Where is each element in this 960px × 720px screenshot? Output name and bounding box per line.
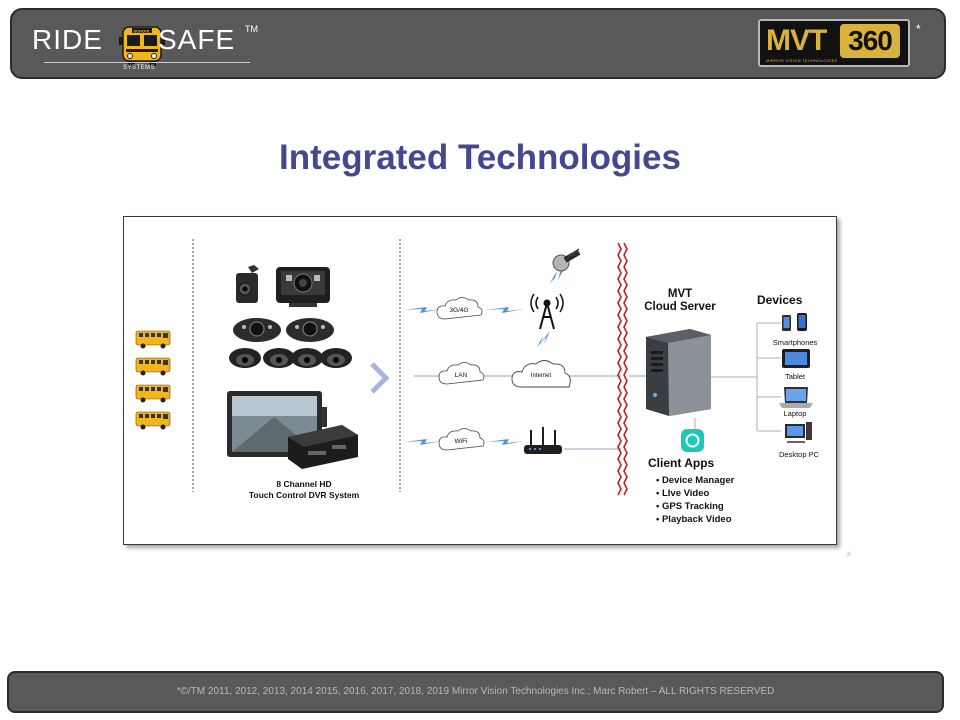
firewall-icon	[617, 242, 628, 496]
cloud-3g4g-label: 3G/4G	[449, 307, 469, 314]
mvt-logo-number: 360	[840, 24, 900, 58]
server-title-line1: MVT	[667, 288, 693, 300]
wireless-signal-icon	[404, 307, 524, 313]
school-bus-logo-icon: SCHOOL	[119, 26, 165, 66]
page-title: Integrated Technologies	[279, 138, 681, 177]
mvt-tagline: MIRROR VISION TECHNOLOGIES	[766, 58, 838, 63]
cloud-server-icon	[646, 329, 711, 416]
laptop-icon	[779, 387, 813, 408]
copyright-text: *©/TM 2011, 2012, 2013, 2014 2015, 2016,…	[176, 686, 775, 697]
devices-title: Devices	[757, 293, 803, 307]
dome-camera-icon	[229, 348, 261, 368]
device-label-desktop-pc: Desktop PC	[778, 450, 820, 459]
cloud-lan	[438, 362, 485, 385]
satellite-icon	[552, 248, 581, 272]
cell-tower-icon	[530, 293, 564, 330]
box-camera-icon	[276, 267, 330, 307]
school-bus-fleet	[135, 330, 171, 430]
cloud-3g4g	[436, 297, 483, 320]
side-camera-icon	[286, 318, 334, 342]
wireless-signal-icon	[404, 439, 524, 445]
client-app-item: • LIve Video	[656, 488, 710, 499]
diagram-canvas	[135, 239, 813, 496]
dvr-caption-line1: 8 Channel HD	[276, 479, 332, 489]
trademark-mark: TM	[245, 24, 258, 34]
wireless-signal-icon	[537, 267, 565, 347]
cloud-lan-label: LAN	[454, 372, 468, 379]
dvr-monitor-icon	[227, 391, 327, 457]
dome-camera-icon	[291, 348, 323, 368]
dome-camera-small-icon	[236, 265, 259, 303]
client-app-item: • Playback Video	[656, 514, 732, 525]
client-app-item: • GPS Tracking	[656, 501, 724, 512]
logo-divider	[44, 62, 250, 63]
school-bus-icon	[135, 330, 171, 349]
side-camera-icon	[233, 318, 281, 342]
device-label-smartphones: Smartphones	[772, 338, 818, 347]
footer-bar: *©/TM 2011, 2012, 2013, 2014 2015, 2016,…	[7, 671, 944, 713]
brand-safe: SAFE	[158, 24, 236, 55]
mvt-logo-text: MVT	[766, 24, 827, 57]
device-label-laptop: Laptop	[783, 409, 807, 418]
header-bar: RIDE SCHOOL SAFE TM SYSTEMS MVT 360 MIRR…	[10, 8, 946, 79]
diagram-asterisk: *	[846, 548, 852, 564]
cloud-wifi	[438, 428, 485, 451]
device-connectors	[711, 322, 781, 432]
header-asterisk: *	[916, 22, 921, 36]
server-title-line2: Cloud Server	[644, 301, 716, 313]
tablet-icon	[782, 349, 810, 368]
brand-ride: RIDE	[32, 24, 103, 55]
dome-camera-row	[229, 348, 352, 368]
client-apps-list: • Device Manager • LIve Video • GPS Trac…	[656, 474, 734, 526]
dome-camera-icon	[320, 348, 352, 368]
cloud-internet	[511, 360, 571, 388]
cloud-internet-label: Internet	[530, 373, 552, 379]
brand-systems: SYSTEMS	[123, 65, 156, 71]
system-diagram: 8 Channel HD Touch Control DVR System 3G…	[123, 216, 837, 545]
school-bus-icon	[135, 384, 171, 403]
client-app-item: • Device Manager	[656, 475, 735, 486]
dome-camera-icon	[263, 348, 295, 368]
client-apps-title: Client Apps	[648, 456, 715, 470]
flow-chevron-icon	[370, 362, 390, 394]
school-bus-icon	[135, 357, 171, 376]
router-icon	[524, 427, 562, 454]
cloud-wifi-label: WiFi	[454, 438, 468, 445]
desktop-pc-icon	[785, 422, 812, 443]
dvr-caption-line2: Touch Control DVR System	[248, 490, 360, 500]
bus-sign-text: SCHOOL	[133, 28, 151, 33]
dvr-recorder-icon	[288, 425, 358, 469]
device-label-tablet: Tablet	[784, 372, 805, 381]
smartphones-icon	[782, 313, 807, 331]
client-app-icon	[681, 429, 704, 452]
school-bus-icon	[135, 411, 171, 430]
mvt360-logo: MVT 360 MIRROR VISION TECHNOLOGIES	[758, 19, 910, 67]
